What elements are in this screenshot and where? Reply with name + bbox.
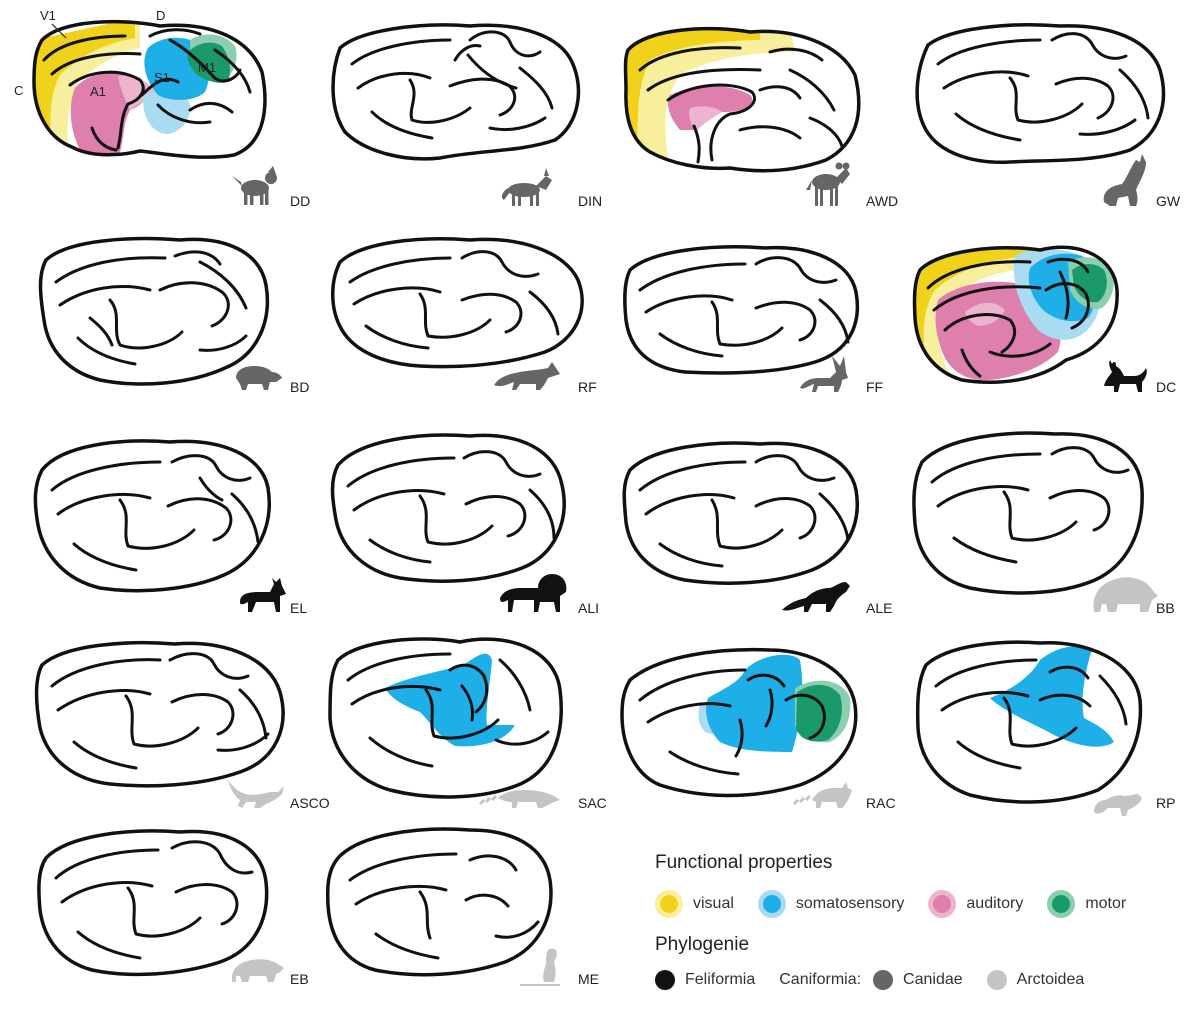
arctoidea-dot <box>987 970 1007 990</box>
raccoon-icon <box>794 782 852 808</box>
auditory-swatch <box>928 890 956 918</box>
sulci-gw <box>938 34 1148 140</box>
species-label-me: ME <box>578 971 599 987</box>
area-fills-dd <box>34 18 237 158</box>
legend-item-feliformia: Feliformia <box>655 970 755 990</box>
annotation-c: C <box>14 83 23 98</box>
annotation-d: D <box>156 8 165 23</box>
species-label-eb: EB <box>290 971 309 987</box>
legend-functional-row: visual somatosensory auditory motor <box>655 890 1126 918</box>
species-label-asco: ASCO <box>290 795 330 811</box>
species-label-ali: ALI <box>578 600 599 616</box>
brain-outline-rf <box>333 239 582 367</box>
area-fills-sac <box>385 654 515 747</box>
legend-label-motor: motor <box>1085 895 1126 913</box>
sulci-ale <box>640 456 848 566</box>
legend-phylo-row: Feliformia Caniformia: Canidae Arctoidea <box>655 970 1084 990</box>
annotation-v1: V1 <box>40 8 56 23</box>
bush-dog-icon <box>236 366 282 390</box>
sulci-me <box>350 854 538 958</box>
annotation-m1: M1 <box>198 60 216 75</box>
wild-dog-icon <box>806 163 850 207</box>
brain-outline-gw <box>917 25 1163 162</box>
species-label-dd: DD <box>290 193 310 209</box>
fennec-fox-icon <box>800 356 848 392</box>
species-label-awd: AWD <box>866 193 898 209</box>
species-label-sac: SAC <box>578 795 607 811</box>
brain-outline-eb <box>39 831 267 974</box>
leopard-icon <box>782 582 850 612</box>
brain-outline-din <box>333 25 578 159</box>
species-label-din: DIN <box>578 193 602 209</box>
howling-wolf-icon <box>1104 154 1146 206</box>
species-label-rf: RF <box>578 379 597 395</box>
sulci-ali <box>348 452 554 562</box>
legend-label-somatosensory: somatosensory <box>796 895 905 913</box>
visual-swatch <box>655 890 683 918</box>
legend-label-caniformia: Caniformia: <box>779 971 861 989</box>
legend-functional-title: Functional properties <box>655 852 832 874</box>
sulci-ff <box>640 258 848 356</box>
legend-label-canidae: Canidae <box>903 971 963 989</box>
legend-phylo-title: Phylogenie <box>655 934 749 956</box>
sulci-bd <box>56 252 246 364</box>
species-label-bb: BB <box>1156 600 1175 616</box>
sulci-eb <box>56 842 252 958</box>
sulci-din <box>352 32 552 138</box>
species-label-bd: BD <box>290 379 309 395</box>
legend-item-auditory: auditory <box>928 890 1023 918</box>
annotation-a1: A1 <box>90 84 106 99</box>
legend-label-feliformia: Feliformia <box>685 971 755 989</box>
otter-icon <box>228 780 284 808</box>
somatosensory-swatch <box>758 890 786 918</box>
red-fox-icon <box>494 362 560 390</box>
lynx-icon <box>240 578 286 612</box>
motor-swatch <box>1047 890 1075 918</box>
legend-item-canidae: Canidae <box>873 970 963 990</box>
species-label-dc: DC <box>1156 379 1176 395</box>
legend-item-somatosensory: somatosensory <box>758 890 905 918</box>
species-label-ff: FF <box>866 379 883 395</box>
meerkat-icon <box>520 949 560 987</box>
feliformia-dot <box>655 970 675 990</box>
legend-item-visual: visual <box>655 890 734 918</box>
sulci-el <box>52 456 258 570</box>
species-label-gw: GW <box>1156 193 1181 209</box>
legend-item-arctoidea: Arctoidea <box>987 970 1085 990</box>
legend-label-visual: visual <box>693 895 734 913</box>
brain-outline-asco <box>37 643 284 786</box>
bear-icon <box>1094 577 1158 612</box>
lion-icon <box>500 574 566 612</box>
sulci-bb <box>932 448 1128 562</box>
canidae-dot <box>873 970 893 990</box>
brain-outline-bd <box>41 239 268 384</box>
dog-icon <box>232 166 277 205</box>
sulci-asco <box>52 654 268 768</box>
brain-outline-ale <box>624 443 857 583</box>
red-panda-icon <box>1094 794 1142 816</box>
legend-label-auditory: auditory <box>966 895 1023 913</box>
legend: Functional properties visual somatosenso… <box>655 852 1185 1002</box>
legend-item-motor: motor <box>1047 890 1126 918</box>
annotation-s1: S1 <box>154 70 170 85</box>
species-label-el: EL <box>290 600 307 616</box>
species-label-rac: RAC <box>866 795 896 811</box>
dingo-icon <box>502 168 552 206</box>
brain-outline-ff <box>625 247 858 373</box>
species-label-ale: ALE <box>866 600 892 616</box>
species-label-rp: RP <box>1156 795 1175 811</box>
sulci-rf <box>350 252 558 348</box>
legend-label-arctoidea: Arctoidea <box>1017 971 1085 989</box>
cat-icon <box>1104 360 1147 392</box>
badger-icon <box>232 959 284 982</box>
